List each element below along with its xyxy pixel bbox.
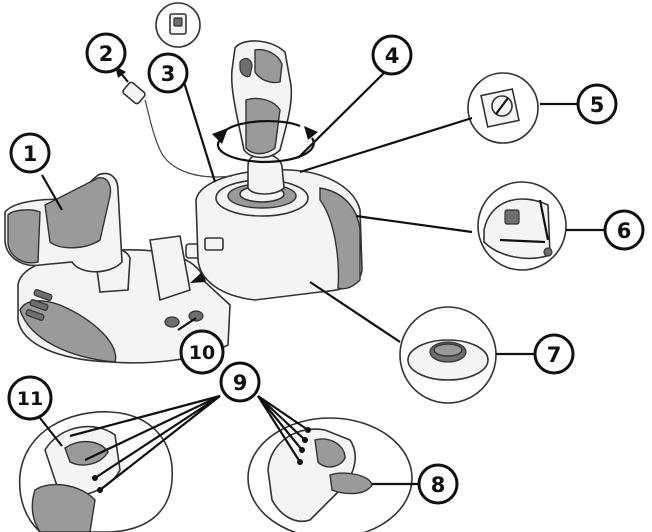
svg-text:3: 3 (161, 62, 176, 86)
callout-6: 6 (603, 209, 645, 251)
svg-text:8: 8 (431, 473, 446, 497)
callout-1: 1 (9, 132, 51, 174)
callout-10: 10 (179, 329, 225, 375)
callout-8: 8 (417, 463, 459, 505)
zoom-wheel (399, 306, 497, 404)
callout-5: 5 (576, 83, 618, 125)
usb-connector-icon (115, 66, 146, 105)
svg-text:2: 2 (99, 42, 114, 66)
callout-9: 9 (219, 361, 261, 403)
svg-text:11: 11 (17, 388, 43, 410)
usb-cable (144, 99, 233, 178)
callout-3: 3 (147, 52, 189, 94)
throttle-unit (4, 172, 231, 364)
callout-4: 4 (371, 34, 413, 76)
port-icon (155, 2, 201, 48)
zoom-switch (467, 72, 539, 144)
zoom-side-adjust (477, 181, 567, 271)
svg-text:9: 9 (233, 371, 248, 395)
svg-text:7: 7 (547, 343, 562, 367)
svg-text:6: 6 (617, 219, 632, 243)
zoom-grip-right (247, 417, 413, 532)
callout-2: 2 (85, 32, 127, 74)
joystick-stick (230, 40, 293, 195)
svg-text:10: 10 (189, 342, 215, 364)
rotation-arrow-icon (212, 119, 318, 164)
callout-11: 11 (7, 375, 53, 421)
callout-7: 7 (533, 333, 575, 375)
leader-lines (39, 71, 604, 491)
svg-text:1: 1 (23, 142, 38, 166)
svg-text:5: 5 (590, 93, 605, 117)
svg-text:4: 4 (385, 44, 400, 68)
